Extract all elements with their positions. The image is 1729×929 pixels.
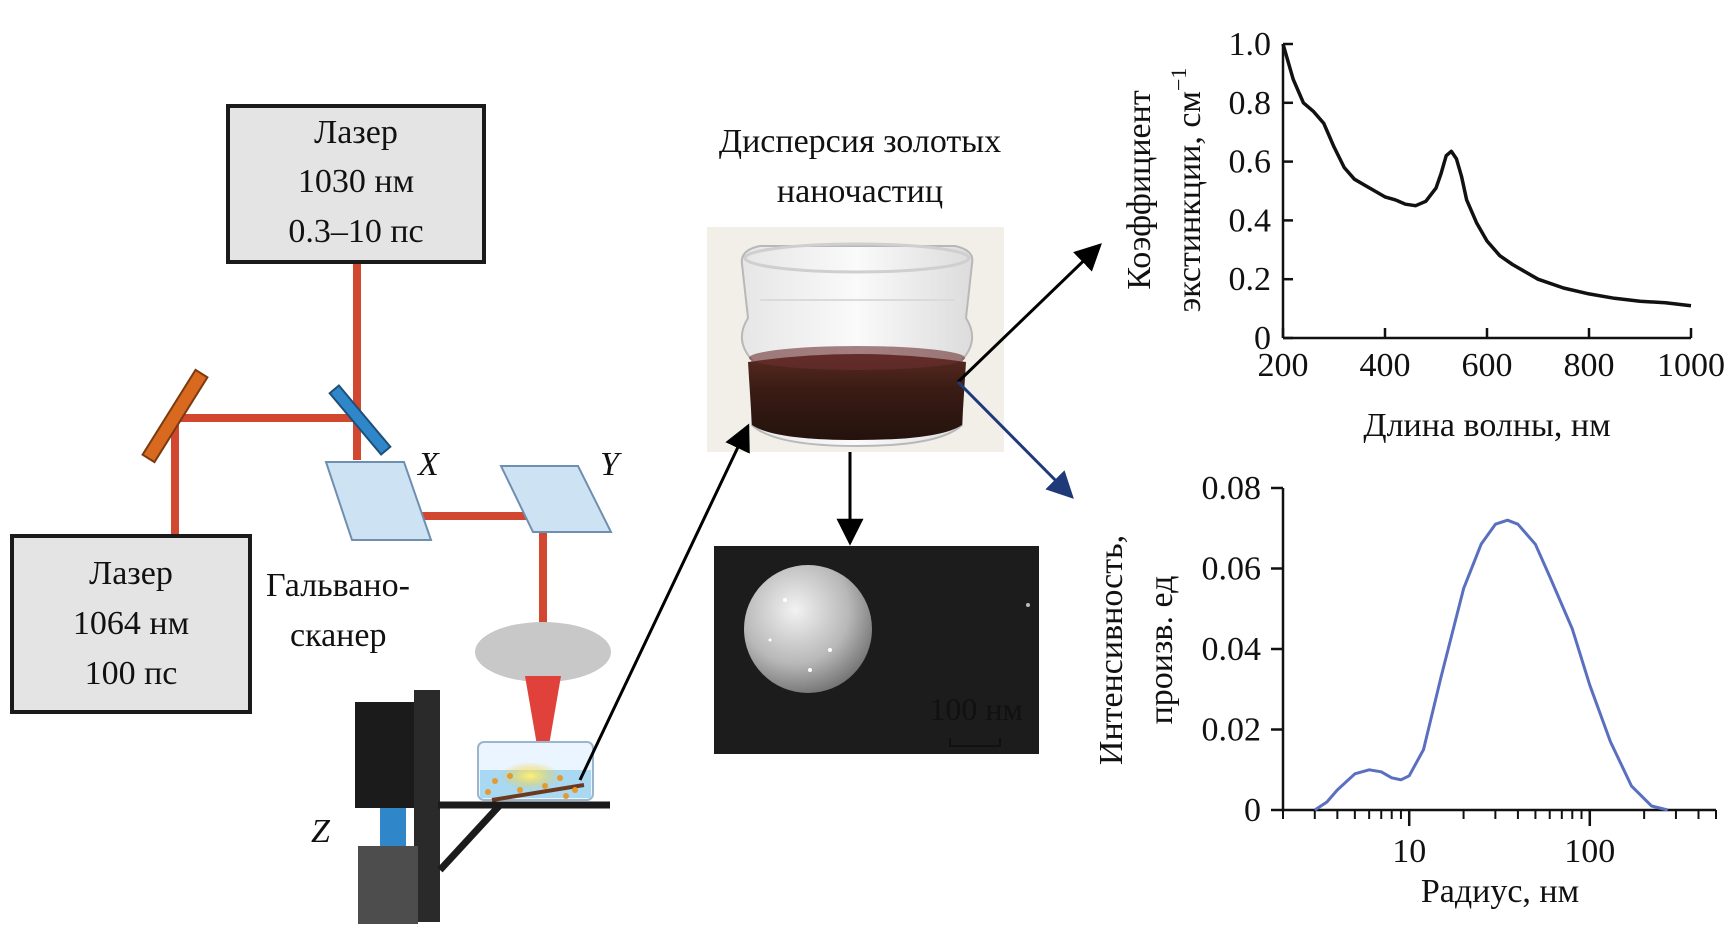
dispersion-title-line2: наночастиц [777, 173, 943, 210]
extinction-series-line [1281, 43, 1692, 308]
gold-nanoparticle [744, 565, 872, 693]
galvo-label-line1: Гальвано- [266, 567, 410, 604]
jar-photo [707, 227, 1004, 452]
axis-label-x: X [416, 446, 440, 483]
size-series-line [1313, 518, 1669, 812]
extinction-ylabel-sup: −1 [1166, 68, 1191, 91]
z-stage: Z [311, 690, 610, 924]
focused-beam-cone [525, 676, 561, 780]
galvo-mirror-x [324, 461, 433, 541]
size-ylabel-line2: произв. ед [1143, 576, 1180, 725]
gold-colloid-liquid [748, 354, 966, 440]
size-ylabel-line1: Интенсивность, [1093, 535, 1130, 765]
laser-setup: Лазер 1030 нм 0.3–10 пс Лазер 1064 нм 10… [10, 104, 622, 924]
extinction-x-tick-label: 200 [1258, 347, 1309, 384]
arrow-to-size-chart [956, 380, 1074, 499]
extinction-x-tick-label: 800 [1564, 347, 1615, 384]
extinction-xlabel: Длина волны, нм [1363, 407, 1610, 444]
size-distribution-chart: 10 100 0 0.02 0.04 0.06 0.08 Радиус, нм Интенс… [1093, 470, 1717, 910]
extinction-y-tick-label: 0 [1254, 320, 1271, 357]
galvo-label-line2: сканер [290, 617, 386, 654]
extinction-ylabel-line2: экстинкции, см−1 [1166, 68, 1208, 313]
laser-1030-wavelength: 1030 нм [298, 163, 414, 200]
ablation-cuvette [477, 741, 594, 802]
focusing-lens [475, 622, 611, 682]
extinction-x-tick-label: 400 [1360, 347, 1411, 384]
laser-1030-box: Лазер 1030 нм 0.3–10 пс [226, 104, 486, 264]
dispersion-title-line1: Дисперсия золотых [719, 123, 1001, 160]
size-y-tick-label: 0.08 [1202, 470, 1262, 507]
axis-label-y: Y [600, 446, 622, 483]
axis-label-z: Z [311, 813, 331, 850]
laser-1064-box: Лазер 1064 нм 100 пс [10, 534, 252, 714]
size-y-tick-label: 0.06 [1202, 551, 1262, 588]
extinction-y-tick-label: 0.4 [1229, 202, 1272, 239]
extinction-y-tick-label: 0.2 [1229, 261, 1272, 298]
laser-1064-title: Лазер [89, 555, 173, 592]
extinction-y-tick-label: 1.0 [1229, 26, 1272, 63]
extinction-x-tick-label: 600 [1462, 347, 1513, 384]
size-y-tick-label: 0.02 [1202, 712, 1262, 749]
sem-image: 100 нм [714, 546, 1039, 754]
size-y-tick-label: 0 [1244, 792, 1261, 829]
extinction-y-tick-label: 0.8 [1229, 85, 1272, 122]
mirror-blue [328, 384, 392, 456]
extinction-ylabel-line1: Коэффициент [1121, 90, 1158, 290]
target-plate [491, 783, 585, 802]
sem-scale-label: 100 нм [929, 691, 1022, 727]
size-x-tick-label: 100 [1564, 833, 1615, 870]
size-xlabel: Радиус, нм [1421, 873, 1579, 910]
laser-1064-wavelength: 1064 нм [73, 605, 189, 642]
sem-scale-bar [949, 738, 1001, 747]
laser-1030-pulse: 0.3–10 пс [288, 213, 423, 250]
laser-1030-title: Лазер [314, 114, 398, 151]
extinction-y-tick-label: 0.6 [1229, 144, 1272, 181]
arrow-cuvette-to-jar [578, 423, 750, 781]
extinction-x-tick-label: 1000 [1657, 347, 1725, 384]
extinction-chart: 200 400 600 800 1000 0 0.2 0.4 0.6 0.8 1.0 Длина в… [1121, 26, 1725, 444]
galvo-mirror-y [499, 465, 613, 533]
mirror-orange [141, 368, 209, 464]
size-y-tick-label: 0.04 [1202, 631, 1262, 668]
arrow-to-extinction-chart [956, 243, 1102, 384]
laser-1064-pulse: 100 пс [85, 655, 178, 692]
size-x-tick-label: 10 [1392, 833, 1426, 870]
dispersion-section: Дисперсия золотых наночастиц 100 нм [578, 123, 1102, 781]
extinction-ylabel-text: экстинкции, см [1171, 91, 1208, 312]
